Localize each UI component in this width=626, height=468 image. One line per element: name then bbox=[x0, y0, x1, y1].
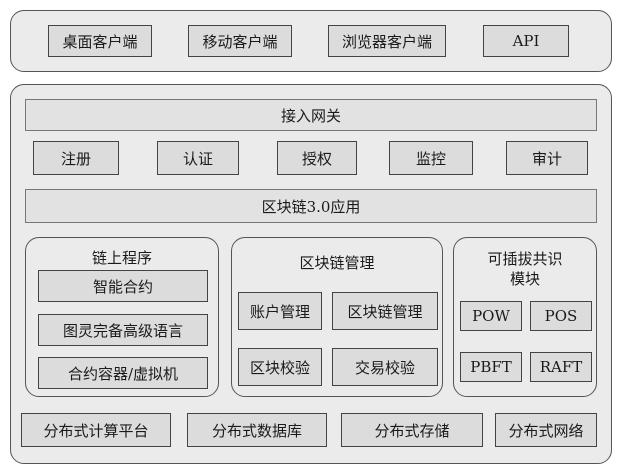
block-validation: 区块校验 bbox=[238, 348, 322, 386]
distributed-network: 分布式网络 bbox=[495, 413, 597, 447]
client-panel: 桌面客户端 移动客户端 浏览器客户端 API bbox=[10, 10, 612, 72]
distributed-storage: 分布式存储 bbox=[341, 413, 483, 447]
transaction-validation: 交易校验 bbox=[332, 348, 438, 386]
consensus-pos: POS bbox=[530, 301, 592, 331]
system-panel: 接入网关 注册 认证 授权 监控 审计 区块链3.0应用 链上程序 智能合约 图… bbox=[10, 84, 612, 464]
consensus-pbft: PBFT bbox=[460, 352, 522, 382]
consensus-module-panel: 可插拔共识 模块 POW POS PBFT RAFT bbox=[453, 237, 597, 397]
consensus-raft: RAFT bbox=[530, 352, 592, 382]
blockchain-management-panel: 区块链管理 账户管理 区块链管理 区块校验 交易校验 bbox=[231, 237, 443, 397]
consensus-title-line2: 模块 bbox=[509, 270, 540, 288]
onchain-programs-title: 链上程序 bbox=[91, 249, 152, 267]
turing-complete-language: 图灵完备高级语言 bbox=[38, 314, 208, 346]
function-register: 注册 bbox=[33, 141, 119, 175]
smart-contract: 智能合约 bbox=[38, 270, 208, 302]
contract-container-vm: 合约容器/虚拟机 bbox=[38, 357, 208, 389]
consensus-title-line1: 可插拔共识 bbox=[487, 250, 563, 268]
client-api: API bbox=[483, 25, 569, 57]
function-authentication: 认证 bbox=[157, 141, 239, 175]
client-mobile: 移动客户端 bbox=[188, 25, 292, 57]
distributed-computing: 分布式计算平台 bbox=[21, 413, 171, 447]
access-gateway: 接入网关 bbox=[25, 99, 597, 131]
account-management: 账户管理 bbox=[238, 292, 322, 330]
client-desktop: 桌面客户端 bbox=[48, 25, 152, 57]
function-audit: 审计 bbox=[506, 141, 588, 175]
blockchain-app-layer: 区块链3.0应用 bbox=[25, 189, 597, 223]
blockchain-management-title: 区块链管理 bbox=[299, 254, 375, 272]
chain-management: 区块链管理 bbox=[332, 292, 438, 330]
distributed-database: 分布式数据库 bbox=[187, 413, 327, 447]
client-browser: 浏览器客户端 bbox=[328, 25, 446, 57]
consensus-pow: POW bbox=[460, 301, 522, 331]
function-monitoring: 监控 bbox=[389, 141, 473, 175]
function-authorization: 授权 bbox=[277, 141, 357, 175]
onchain-programs-panel: 链上程序 智能合约 图灵完备高级语言 合约容器/虚拟机 bbox=[25, 237, 219, 397]
